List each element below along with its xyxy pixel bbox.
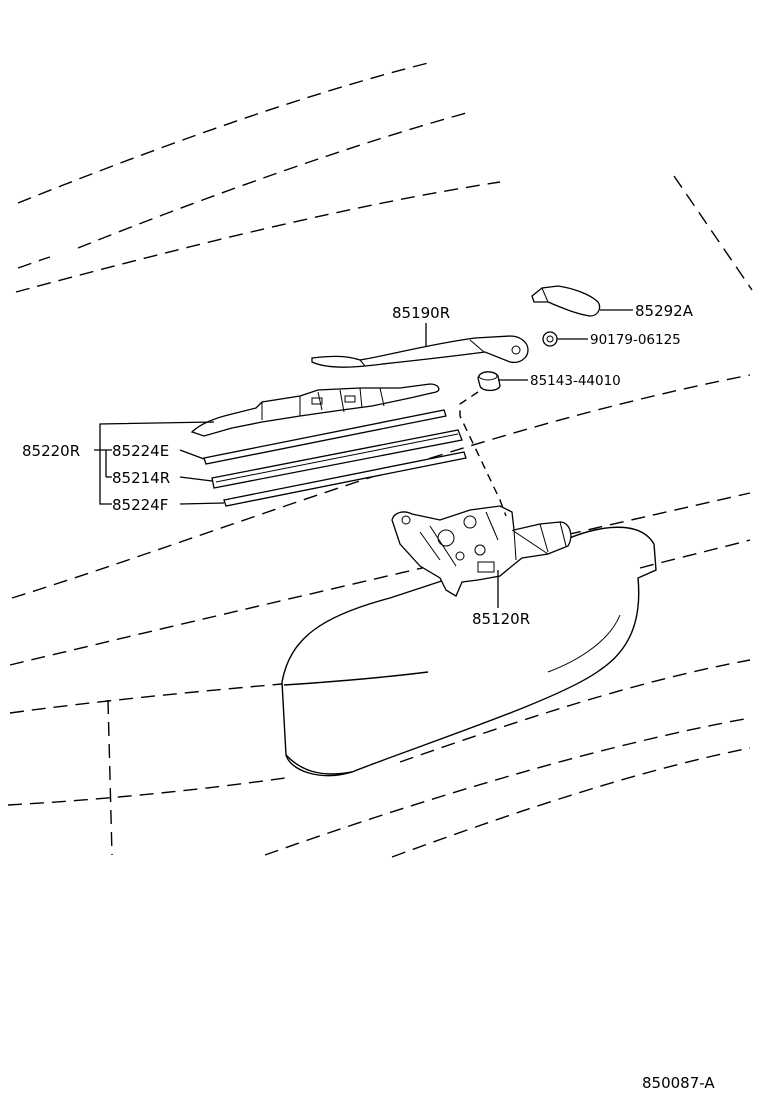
label-nut: 90179-06125 [590, 332, 681, 348]
license-plate-recess [281, 526, 657, 777]
vehicle-body-outline [7, 61, 753, 858]
wiper-motor[interactable] [391, 505, 572, 597]
nut[interactable] [542, 331, 558, 347]
wiper-arm[interactable] [311, 335, 529, 368]
label-blade-assembly: 85220R [22, 442, 80, 460]
label-pivot-cap: 85143-44010 [530, 373, 621, 389]
figure-id: 850087-A [642, 1074, 715, 1092]
assembly-line [459, 391, 507, 517]
wiper-blade-assembly[interactable] [190, 383, 440, 437]
label-wiper-arm: 85190R [392, 304, 450, 322]
arm-cover[interactable] [531, 285, 601, 317]
label-wiper-motor: 85120R [472, 610, 530, 628]
label-blade-rubber-r: 85214R [112, 469, 170, 487]
label-blade-rubber-f: 85224F [112, 496, 168, 514]
blade-rubber-strips [203, 409, 467, 507]
leader-lines [94, 309, 633, 608]
pivot-cap[interactable] [477, 371, 501, 392]
label-blade-rubber-e: 85224E [112, 442, 169, 460]
label-arm-cover: 85292A [635, 302, 694, 320]
